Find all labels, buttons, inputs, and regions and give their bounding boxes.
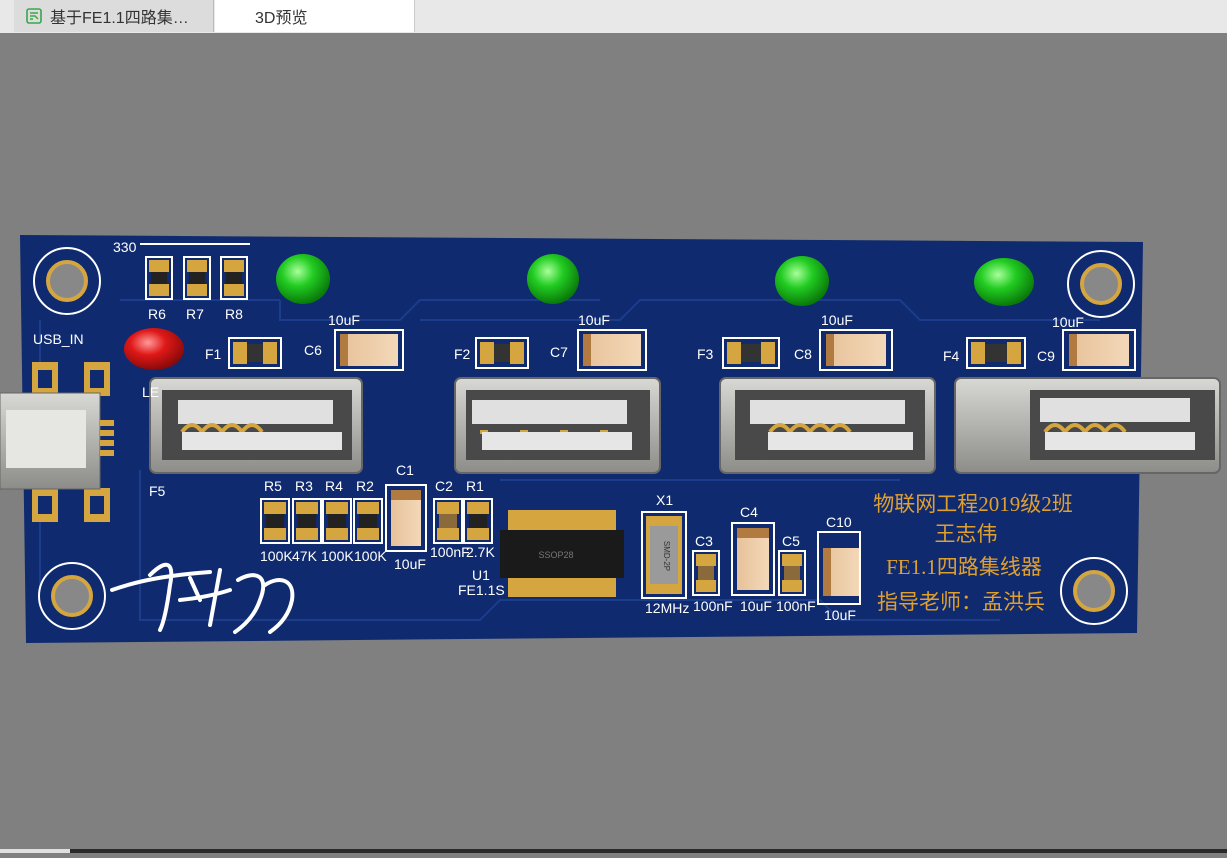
label-c6-value: 10uF [328,312,360,328]
label-c9: C9 [1037,348,1055,364]
bottom-border [0,849,1227,853]
label-f3: F3 [697,346,714,362]
label-fe11s: FE1.1S [458,582,505,598]
info-teacher: 指导老师：孟洪兵 [877,590,1045,614]
label-r7: R7 [186,306,204,322]
label-u1: U1 [472,567,490,583]
label-x1: X1 [656,492,673,508]
label-c9-value: 10uF [1052,314,1084,330]
info-project: FE1.1四路集线器 [886,555,1042,579]
label-r1: R1 [466,478,484,494]
label-r8: R8 [225,306,243,322]
label-c7: C7 [550,344,568,360]
label-r4-value: 100K [321,548,354,564]
label-c1: C1 [396,462,414,478]
label-led: LE [142,384,159,400]
mounting-holes [33,247,1135,630]
label-c10-value: 10uF [824,607,856,623]
tab-3d-preview[interactable]: 3D预览 [215,0,415,32]
label-r3-value: 47K [292,548,318,564]
label-c6: C6 [304,342,322,358]
crystal-and-caps: SMD-2P [641,511,861,605]
pcb-3d-view: SSOP28 SMD-2P 330 USB_IN R6 R7 R8 LE F1 … [0,235,1221,643]
u1-chip: SSOP28 [500,510,624,597]
label-f5: F5 [149,483,166,499]
silkscreen-labels: 330 USB_IN R6 R7 R8 LE F1 C6 10uF F2 C7 … [33,239,1084,623]
label-c10: C10 [826,514,852,530]
label-c4: C4 [740,504,758,520]
tab-pcb-design[interactable]: 基于FE1.1四路集… [14,0,214,32]
label-r4: R4 [325,478,343,494]
label-usb-in: USB_IN [33,331,84,347]
label-r2: R2 [356,478,374,494]
label-c2-value: 100nF [430,544,470,560]
label-r2-value: 100K [354,548,387,564]
label-c5: C5 [782,533,800,549]
label-c8-value: 10uF [821,312,853,328]
3d-viewport[interactable]: SSOP28 SMD-2P 330 USB_IN R6 R7 R8 LE F1 … [0,33,1227,853]
label-c3-value: 100nF [693,598,733,614]
tab-bar: 基于FE1.1四路集… 3D预览 [0,0,1227,34]
resistors-r6-r8 [140,243,250,300]
pcb-file-icon [26,8,42,24]
traces [39,299,1100,621]
chip-marking: SSOP28 [538,550,573,560]
label-c5-value: 100nF [776,598,816,614]
tab-label: 3D预览 [255,10,308,27]
label-c4-value: 10uF [740,598,772,614]
label-f4: F4 [943,348,960,364]
board-info: 物联网工程2019级2班 王志伟 FE1.1四路集线器 指导老师：孟洪兵 [873,492,1073,614]
label-r3: R3 [295,478,313,494]
info-author: 王志伟 [935,522,998,546]
label-c3: C3 [695,533,713,549]
label-f2: F2 [454,346,471,362]
label-x1-value: 12MHz [645,600,689,616]
tab-label: 基于FE1.1四路集… [50,10,189,27]
label-c7-value: 10uF [578,312,610,328]
status-leds [124,254,1034,370]
usb-in-connector [0,362,114,522]
label-c2: C2 [435,478,453,494]
crystal-marking: SMD-2P [662,541,671,571]
signature [110,562,295,634]
label-r6: R6 [148,306,166,322]
label-r5: R5 [264,478,282,494]
usb-a-ports [149,377,1221,474]
label-f1: F1 [205,346,222,362]
label-c8: C8 [794,346,812,362]
resistor-bank [260,484,493,552]
label-r5-value: 100K [260,548,293,564]
label-c1-value: 10uF [394,556,426,572]
info-class: 物联网工程2019级2班 [873,492,1073,516]
fuses-and-caps [228,329,1136,371]
label-330: 330 [113,239,137,255]
label-r1-value: 2.7K [466,544,495,560]
